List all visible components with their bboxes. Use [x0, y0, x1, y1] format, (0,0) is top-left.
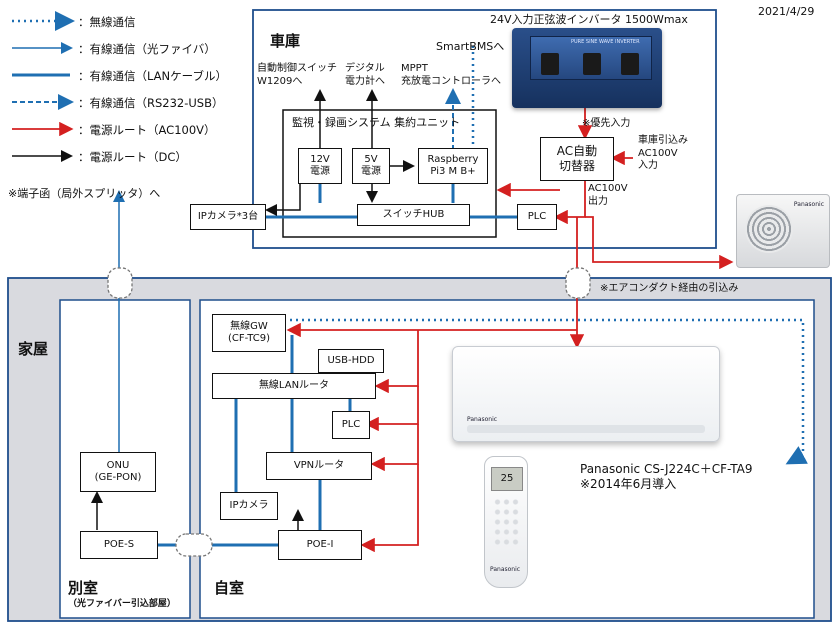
ac-auto-switch: AC自動 切替器 [540, 137, 614, 181]
vent-icon [467, 425, 705, 433]
plc-room: PLC [332, 411, 370, 439]
wireless-gw: 無線GW (CF-TC9) [212, 314, 286, 352]
aircon-brand: Panasonic [467, 416, 498, 423]
terminal-box-label: ※端子函（局外スプリッタ）へ [8, 187, 161, 200]
dc-power-lines [91, 89, 415, 530]
date-label: 2021/4/29 [758, 5, 815, 18]
raspberry-pi: Raspberry Pi3 M B+ [418, 148, 488, 184]
garage-title: 車庫 [270, 32, 301, 50]
priority-input-label: ※優先入力 [582, 118, 631, 129]
legend-item-fiber: ：有線通信（光ファイバ） [10, 38, 280, 58]
poe-s: POE-S [80, 531, 158, 559]
vpn-router: VPNルータ [266, 452, 372, 480]
outdoor-unit-image: Panasonic [736, 194, 830, 268]
duct-markers [107, 267, 591, 557]
plc-garage: PLC [517, 204, 557, 230]
aircon-model-label: Panasonic CS-J224C＋CF-TA9 ※2014年6月導入 [580, 462, 753, 491]
house-title: 家屋 [18, 340, 49, 358]
switch-hub: スイッチHUB [357, 204, 470, 226]
psu-5v: 5V 電源 [352, 148, 390, 184]
legend-label: ：電源ルート（AC100V） [78, 123, 216, 137]
auto-switch-dest-label: 自動制御スイッチ W1209へ [257, 63, 337, 87]
remote-control-image: 25 Panasonic [484, 456, 528, 588]
poe-i: POE-I [278, 530, 362, 560]
ac-power-lines [286, 108, 734, 553]
remote-display: 25 [491, 467, 523, 491]
legend-item-dc: ：電源ルート（DC） [10, 146, 280, 166]
aircon-duct-note: ※エアコンダクト経由の引込み [600, 283, 739, 294]
annex-title: 別室 [68, 579, 99, 597]
buttons-icon [493, 497, 519, 547]
wireless-lines [290, 45, 808, 465]
wireless-lan-router: 無線LANルータ [212, 373, 376, 399]
socket-icon [541, 53, 559, 75]
legend-lines [12, 11, 75, 162]
legend-label: ：有線通信（LANケーブル） [78, 69, 227, 83]
inverter-face: PURE SINE WAVE INVERTER [530, 36, 652, 80]
legend-item-lan: ：有線通信（LANケーブル） [10, 65, 280, 85]
meter-dest-label: デジタル 電力計へ [345, 63, 385, 87]
mppt-dest-label: MPPT 充放電コントローラへ [401, 63, 501, 87]
fan-icon [745, 205, 793, 253]
ip-camera-3: IPカメラ*3台 [190, 204, 266, 230]
outdoor-brand: Panasonic [793, 201, 824, 208]
legend-label: ：電源ルート（DC） [78, 150, 187, 164]
inverter-label: 24V入力正弦波インバータ 1500Wmax [490, 13, 688, 26]
usb-hdd: USB-HDD [318, 349, 384, 373]
legend-item-wireless: ：無線通信 [10, 11, 280, 31]
socket-icon [583, 53, 601, 75]
psu-12v: 12V 電源 [298, 148, 342, 184]
legend-label: ：無線通信 [78, 15, 136, 29]
unit-title: 監視・録画システム 集約ユニット [292, 116, 461, 129]
inverter-image: PURE SINE WAVE INVERTER [512, 28, 662, 108]
legend-label: ：有線通信（RS232-USB） [78, 96, 224, 110]
smartbms-dest-label: SmartBMSへ [436, 40, 505, 53]
onu: ONU (GE-PON) [80, 452, 156, 492]
ac-output-label: AC100V 出力 [588, 183, 628, 207]
aircon-indoor-image: Panasonic [452, 346, 720, 442]
annex-subtitle: （光ファイバー引込部屋） [68, 599, 176, 609]
ip-camera-room: IPカメラ [220, 492, 278, 520]
socket-icon [621, 53, 639, 75]
legend-label: ：有線通信（光ファイバ） [78, 42, 216, 56]
my-room-title: 自室 [214, 579, 245, 597]
inverter-brand: PURE SINE WAVE INVERTER [571, 39, 640, 45]
legend-item-ac100v: ：電源ルート（AC100V） [10, 119, 280, 139]
remote-brand: Panasonic [490, 566, 521, 573]
garage-input-label: 車庫引込み AC100V 入力 [638, 135, 688, 171]
legend-item-rs232: ：有線通信（RS232-USB） [10, 92, 280, 112]
